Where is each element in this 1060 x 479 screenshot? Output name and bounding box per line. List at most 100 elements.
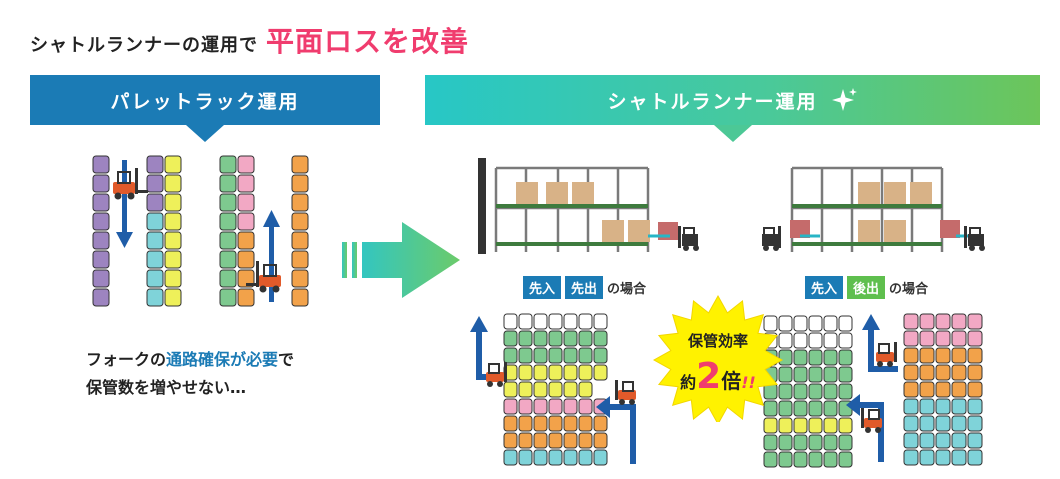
storage-cell	[237, 250, 255, 269]
storage-cell	[548, 313, 563, 330]
fifo-storage-grid	[470, 313, 636, 466]
storage-cell	[808, 383, 823, 400]
storage-cell	[951, 398, 967, 415]
storage-cell	[518, 415, 533, 432]
shuttle-runner-banner: シャトルランナー運用	[425, 75, 1040, 125]
storage-cell	[793, 400, 808, 417]
storage-cell	[92, 155, 110, 174]
storage-cell	[164, 155, 182, 174]
storage-cell	[823, 417, 838, 434]
storage-cell	[967, 381, 983, 398]
storage-cell	[291, 155, 309, 174]
storage-cell	[935, 398, 951, 415]
storage-cell	[518, 313, 533, 330]
storage-cell	[919, 449, 935, 466]
storage-cell	[951, 381, 967, 398]
storage-cell	[793, 383, 808, 400]
storage-cell	[164, 288, 182, 307]
fifo-legend: 先入 先出 の場合	[523, 276, 646, 299]
storage-cell	[593, 449, 608, 466]
storage-cell	[146, 288, 164, 307]
storage-cell	[291, 212, 309, 231]
storage-cell	[838, 366, 853, 383]
storage-cell	[778, 366, 793, 383]
storage-cell	[548, 398, 563, 415]
storage-cell	[291, 269, 309, 288]
storage-cell	[578, 432, 593, 449]
storage-cell	[237, 212, 255, 231]
storage-cell	[808, 434, 823, 451]
efficiency-burst: 保管効率 約2倍!!	[652, 294, 784, 422]
storage-cell	[808, 417, 823, 434]
storage-cell	[951, 364, 967, 381]
storage-cell	[92, 269, 110, 288]
storage-cell	[518, 381, 533, 398]
storage-cell	[92, 231, 110, 250]
fifo-tag-first-in: 先入	[523, 276, 562, 299]
storage-cell	[548, 432, 563, 449]
storage-cell	[578, 449, 593, 466]
burst-prefix: 約	[680, 373, 696, 392]
storage-cell	[578, 398, 593, 415]
storage-cell	[778, 383, 793, 400]
storage-cell	[778, 332, 793, 349]
storage-cell	[967, 398, 983, 415]
storage-cell	[778, 417, 793, 434]
storage-cell	[951, 449, 967, 466]
storage-cell	[823, 400, 838, 417]
storage-cell	[548, 449, 563, 466]
storage-cell	[903, 381, 919, 398]
headline-emphasis: 平面ロスを改善	[266, 25, 470, 58]
storage-cell	[146, 193, 164, 212]
storage-cell	[533, 381, 548, 398]
storage-cell	[518, 364, 533, 381]
storage-cell	[808, 400, 823, 417]
transition-arrow	[342, 222, 460, 298]
lifo-rack-illustration	[762, 166, 985, 252]
storage-cell	[903, 347, 919, 364]
storage-cell	[823, 315, 838, 332]
storage-cell	[518, 330, 533, 347]
storage-cell	[903, 330, 919, 347]
storage-cell	[593, 347, 608, 364]
storage-cell	[92, 212, 110, 231]
storage-cell	[164, 212, 182, 231]
storage-cell	[533, 347, 548, 364]
storage-cell	[237, 155, 255, 174]
storage-cell	[793, 366, 808, 383]
caption-suffix: で	[278, 350, 295, 369]
storage-cell	[92, 193, 110, 212]
burst-line-2: 約2倍!!	[680, 356, 756, 397]
pallet-rack-diagram	[92, 155, 309, 307]
shuttle-runner-banner-pointer	[714, 125, 752, 142]
storage-cell	[578, 415, 593, 432]
pallet-rack-banner-title: パレットラック運用	[110, 90, 300, 113]
entry-arrow	[862, 314, 898, 372]
fifo-rack-illustration	[478, 158, 699, 254]
storage-cell	[237, 193, 255, 212]
storage-cell	[533, 364, 548, 381]
lifo-suffix: の場合	[889, 282, 929, 297]
storage-cell	[967, 449, 983, 466]
storage-cell	[578, 330, 593, 347]
storage-cell	[219, 155, 237, 174]
storage-cell	[533, 432, 548, 449]
storage-cell	[593, 313, 608, 330]
forklift-icon	[964, 226, 985, 251]
caption-prefix: フォークの	[86, 350, 167, 369]
storage-cell	[563, 313, 578, 330]
storage-cell	[903, 313, 919, 330]
storage-cell	[808, 349, 823, 366]
storage-cell	[219, 193, 237, 212]
storage-cell	[503, 432, 518, 449]
storage-cell	[578, 313, 593, 330]
aisle-down-arrow	[116, 160, 133, 248]
storage-cell	[503, 415, 518, 432]
storage-cell	[563, 364, 578, 381]
lifo-tag-last-out: 後出	[847, 276, 886, 299]
storage-cell	[935, 347, 951, 364]
storage-cell	[548, 330, 563, 347]
storage-cell	[919, 398, 935, 415]
forklift-icon	[861, 408, 882, 433]
storage-cell	[967, 313, 983, 330]
